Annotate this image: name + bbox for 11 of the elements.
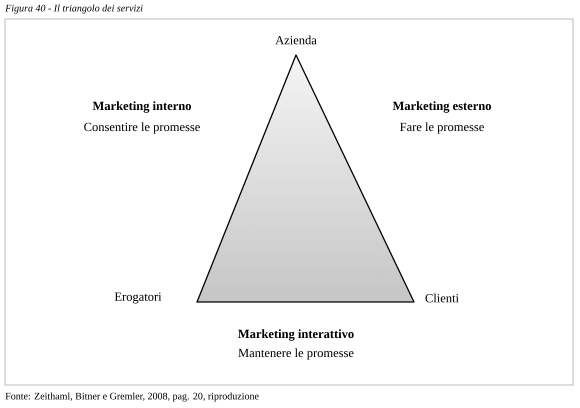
heading-text: Marketing interattivo xyxy=(238,329,354,341)
vertex-label: Azienda xyxy=(275,36,317,44)
heading-text: Marketing interno xyxy=(92,101,191,113)
subtitle-text: Mantenere le promesse xyxy=(238,348,354,360)
subtitle-text: Consentire le promesse xyxy=(84,122,200,134)
vertex-label: Clienti xyxy=(426,294,459,302)
heading-text: Marketing esterno xyxy=(392,101,491,113)
source-note: Fonte: Zeithaml, Bitner e Gremler, 2008, pag. 20, riproduzione xyxy=(5,392,259,402)
figure-title: Figura 40 - Il triangolo dei servizi xyxy=(5,4,143,14)
subtitle-text: Fare le promesse xyxy=(400,122,484,134)
vertex-label: Erogatori xyxy=(114,292,162,304)
